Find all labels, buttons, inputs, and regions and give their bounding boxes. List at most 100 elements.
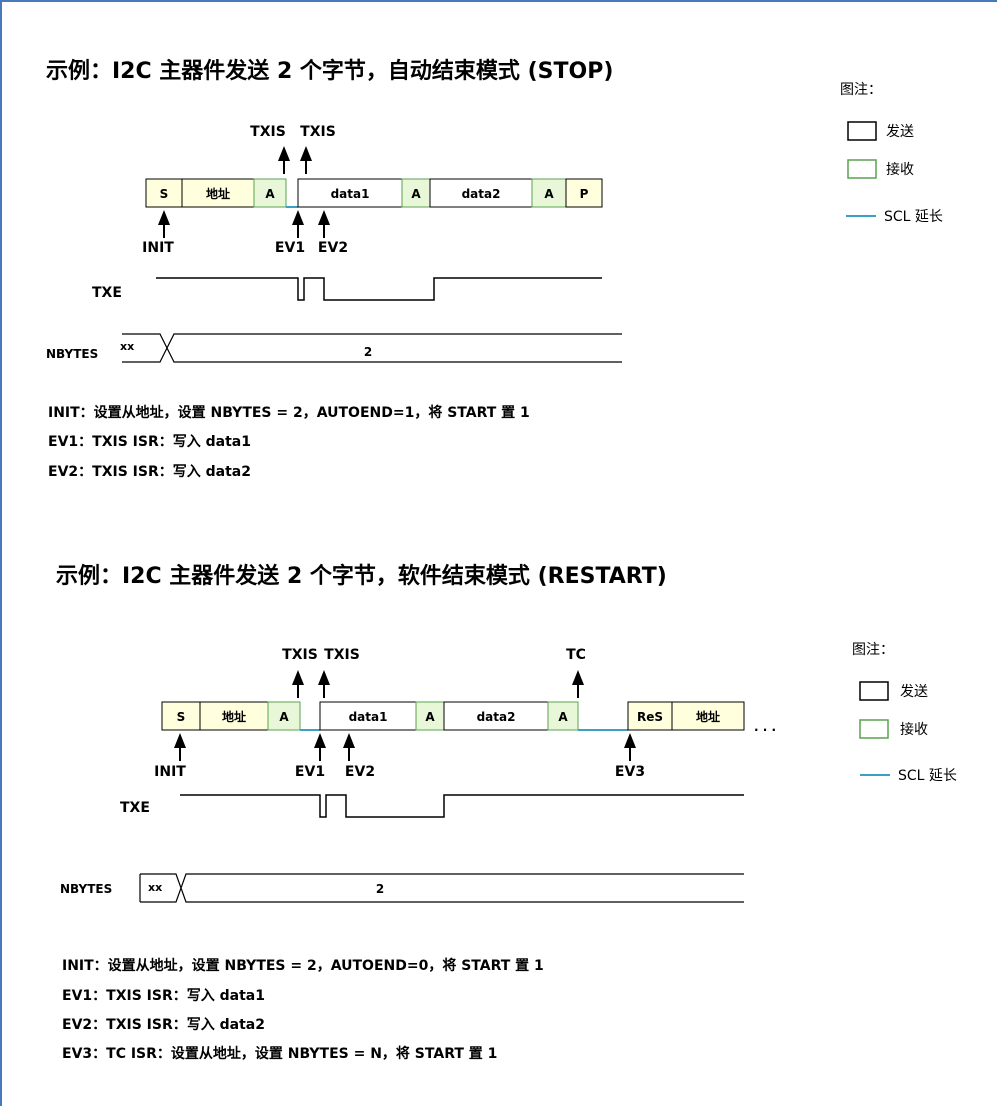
frame-data1-box <box>319 701 417 731</box>
frame-data2-box <box>443 701 549 731</box>
event-ev1: EV1 <box>295 764 325 780</box>
diagram1-frame: S 地址 A data1 A data2 A P <box>145 178 603 208</box>
legend-receive-label: 接收 <box>886 161 914 178</box>
nbytes-new-value: 2 <box>376 882 384 896</box>
diagram1-txe: TXE <box>92 277 602 301</box>
frame-ack2-label: A <box>411 187 421 201</box>
event-ev2: EV2 <box>318 240 348 256</box>
legend-send-swatch <box>859 681 889 701</box>
up-arrow-icon <box>158 210 170 238</box>
frame-ack3-label: A <box>558 710 568 724</box>
legend-title: 图注： <box>852 642 894 658</box>
event-init: INIT <box>154 764 186 780</box>
frame-continuation: · · · <box>754 723 776 737</box>
event-ev3: EV3 <box>615 764 645 780</box>
diagram-stop: 示例：I2C 主器件发送 2 个字节，自动结束模式 (STOP) 图注： 发送 … <box>46 58 943 480</box>
frame-stop-box <box>565 178 603 208</box>
frame-restart-label: ReS <box>637 710 663 724</box>
diagram1-events: TXIS TXIS INIT EV1 EV2 <box>142 124 348 256</box>
frame-stop-label: P <box>580 187 589 201</box>
frame-address-label: 地址 <box>222 709 246 724</box>
legend-scl-label: SCL 延长 <box>884 209 943 225</box>
up-arrow-icon <box>343 733 355 761</box>
frame-ack1-label: A <box>265 187 275 201</box>
diagram1-nbytes: NBYTES xx 2 <box>46 333 622 363</box>
nbytes-label: NBYTES <box>60 882 112 896</box>
frame-address-box <box>181 178 255 208</box>
up-arrow-icon <box>624 733 636 761</box>
up-arrow-icon <box>300 146 312 174</box>
event-init: INIT <box>142 240 174 256</box>
up-arrow-icon <box>314 733 326 761</box>
diagram2-frame: S 地址 A data1 A data2 A ReS 地址 · · · <box>161 701 776 737</box>
note-init: INIT：设置从地址，设置 NBYTES = 2，AUTOEND=0，将 STA… <box>62 957 544 974</box>
event-txis-2: TXIS <box>324 647 360 663</box>
diagram2-events: TXIS TXIS TC INIT EV1 EV2 EV3 <box>154 647 645 780</box>
event-tc: TC <box>566 647 586 663</box>
nbytes-old-value: xx <box>120 340 134 353</box>
frame-data1-box <box>297 178 403 208</box>
note-ev3: EV3：TC ISR：设置从地址，设置 NBYTES = N，将 START 置… <box>62 1045 497 1062</box>
nbytes-new-value: 2 <box>364 345 372 359</box>
note-ev1: EV1：TXIS ISR：写入 data1 <box>62 988 265 1004</box>
frame-ack1-box <box>253 178 287 208</box>
up-arrow-icon <box>174 733 186 761</box>
legend-send-label: 发送 <box>900 684 928 700</box>
nbytes-bus-lower <box>140 873 744 903</box>
diagram2-nbytes: NBYTES xx 2 <box>60 873 744 903</box>
up-arrow-icon <box>572 670 584 698</box>
frame-address-label: 地址 <box>206 186 230 201</box>
legend-scl-label: SCL 延长 <box>898 768 957 784</box>
frame-border-top <box>0 0 997 2</box>
diagram2-txe: TXE <box>120 794 744 818</box>
up-arrow-icon <box>292 210 304 238</box>
diagram-restart: 示例：I2C 主器件发送 2 个字节，软件结束模式 (RESTART) 图注： … <box>56 563 957 1062</box>
frame-start-label: S <box>177 710 186 724</box>
legend-receive-swatch <box>847 159 877 179</box>
frame-restart-box <box>627 701 673 731</box>
event-ev2: EV2 <box>345 764 375 780</box>
event-txis-1: TXIS <box>250 124 286 140</box>
frame-ack3-box <box>547 701 579 731</box>
frame-address2-box <box>671 701 745 731</box>
diagram2-notes: INIT：设置从地址，设置 NBYTES = 2，AUTOEND=0，将 STA… <box>62 957 544 1062</box>
note-init: INIT：设置从地址，设置 NBYTES = 2，AUTOEND=1，将 STA… <box>48 404 530 421</box>
event-ev1: EV1 <box>275 240 305 256</box>
diagram1-legend: 图注： 发送 接收 SCL 延长 <box>840 82 943 225</box>
txe-waveform <box>180 794 744 818</box>
note-ev2: EV2：TXIS ISR：写入 data2 <box>62 1017 265 1033</box>
frame-data2-label: data2 <box>477 710 516 724</box>
nbytes-bus-upper <box>122 333 622 363</box>
frame-ack1-label: A <box>279 710 289 724</box>
frame-start-label: S <box>160 187 169 201</box>
note-ev1: EV1：TXIS ISR：写入 data1 <box>48 434 251 450</box>
note-ev2: EV2：TXIS ISR：写入 data2 <box>48 464 251 480</box>
up-arrow-icon <box>278 146 290 174</box>
diagram1-notes: INIT：设置从地址，设置 NBYTES = 2，AUTOEND=1，将 STA… <box>48 404 530 480</box>
txe-label: TXE <box>92 285 122 301</box>
frame-ack1-box <box>267 701 301 731</box>
nbytes-old-value: xx <box>148 881 162 894</box>
frame-data2-label: data2 <box>462 187 501 201</box>
legend-receive-label: 接收 <box>900 721 928 738</box>
frame-ack2-label: A <box>425 710 435 724</box>
frame-address-box <box>199 701 269 731</box>
up-arrow-icon <box>292 670 304 698</box>
frame-ack3-label: A <box>544 187 554 201</box>
event-txis-2: TXIS <box>300 124 336 140</box>
legend-send-label: 发送 <box>886 124 914 140</box>
diagram2-title: 示例：I2C 主器件发送 2 个字节，软件结束模式 (RESTART) <box>56 563 667 589</box>
legend-receive-swatch <box>859 719 889 739</box>
nbytes-bus-upper <box>140 873 744 903</box>
legend-send-swatch <box>847 121 877 141</box>
txe-waveform <box>156 277 602 301</box>
frame-ack2-box <box>415 701 445 731</box>
diagram1-title: 示例：I2C 主器件发送 2 个字节，自动结束模式 (STOP) <box>46 58 613 84</box>
up-arrow-icon <box>318 670 330 698</box>
event-txis-1: TXIS <box>282 647 318 663</box>
frame-ack2-box <box>401 178 431 208</box>
frame-data1-label: data1 <box>331 187 370 201</box>
frame-address2-label: 地址 <box>696 709 720 724</box>
